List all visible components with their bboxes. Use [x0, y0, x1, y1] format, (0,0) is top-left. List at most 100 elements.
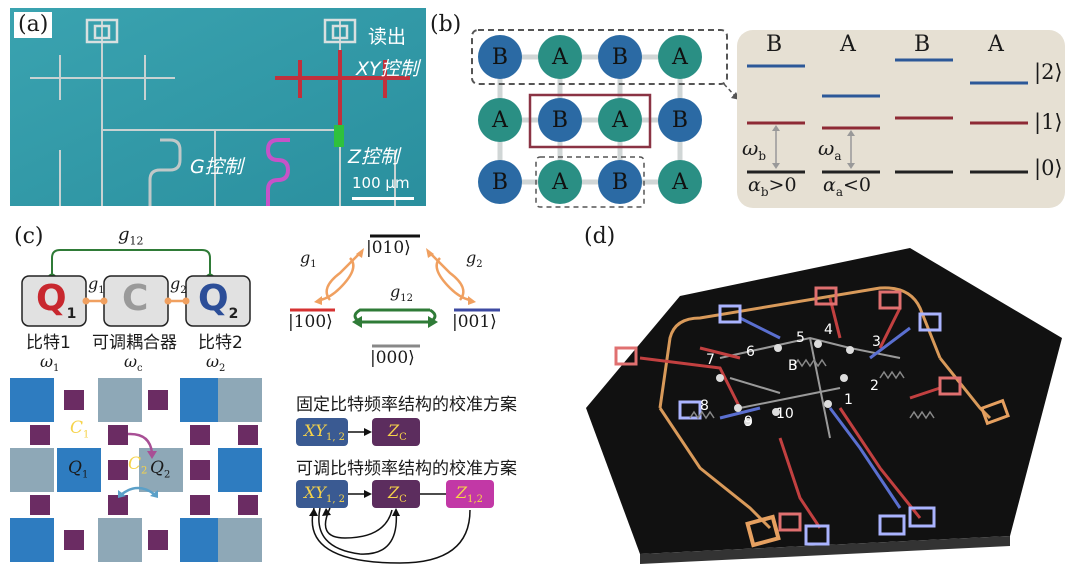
scheme1-zc: ZC [388, 421, 407, 443]
omega-b-label: ωb [742, 136, 766, 163]
coupler-label: 可调耦合器 [92, 333, 177, 353]
panel-b: (b) [430, 0, 1080, 212]
scheme1-zc-sub: C [399, 432, 407, 444]
qubit2-label: 比特2 [198, 333, 243, 353]
tr-g12-symbol: g [390, 282, 401, 301]
qubit1-label: 比特1 [26, 333, 71, 353]
ket-100: |100⟩ [288, 312, 333, 332]
w2-sub: 2 [219, 363, 226, 375]
scheme1-xy: XY1, 2 [304, 421, 345, 443]
lattice-node-b: B [478, 160, 522, 204]
lattice-node-a: A [598, 98, 642, 142]
readout-label: 读出 [368, 26, 407, 48]
q2-letter: Q [198, 278, 229, 319]
g-control-label: G控制 [190, 156, 243, 178]
lattice-node-a: A [478, 98, 522, 142]
ket-010: |010⟩ [366, 238, 411, 258]
lattice-c2-sub: 2 [141, 465, 148, 477]
omega-b-sub: b [758, 149, 766, 163]
tr-g2: g2 [466, 248, 483, 270]
alpha-b-label: αb>0 [748, 174, 797, 199]
qubit-label-1: 1 [844, 392, 853, 408]
lattice-c2-symbol: C [128, 454, 142, 474]
omega-b-symbol: ω [742, 136, 759, 160]
w2-label: ω2 [206, 352, 225, 374]
wc-symbol: ω [124, 352, 138, 371]
panel-b-label: (b) [430, 12, 462, 37]
lattice-node-b: B [598, 35, 642, 79]
lattice-c1-sub: 1 [83, 429, 90, 441]
ket-1: |1⟩ [1034, 110, 1063, 134]
w2-symbol: ω [206, 352, 220, 371]
omega-a-symbol: ω [818, 136, 835, 160]
g12-sub: 12 [129, 234, 144, 248]
qubit-label-4: 4 [824, 322, 833, 338]
qubit-label-9: 9 [744, 414, 753, 430]
lattice-q2-sub: 2 [163, 469, 171, 481]
scheme1-zc-symbol: Z [388, 421, 400, 440]
panel-d: (d) [580, 218, 1080, 570]
w1-symbol: ω [40, 352, 54, 371]
ket-2: |2⟩ [1034, 60, 1063, 84]
tr-g12-sub: 12 [400, 293, 413, 305]
coupler-label-b: B [788, 358, 798, 374]
scheme2-z12-sub: 1,2 [467, 494, 484, 506]
lattice-node-b: B [538, 98, 582, 142]
q2-box-letter: Q2 [198, 278, 238, 322]
ket-001: |001⟩ [452, 312, 497, 332]
lattice-node-b: B [658, 98, 702, 142]
lattice-q2: Q2 [150, 458, 170, 480]
scheme-fixed-title: 固定比特频率结构的校准方案 [296, 395, 517, 415]
qubit-label-10: 10 [776, 406, 794, 422]
g1-label: g1 [88, 274, 105, 296]
panel-d-label: (d) [584, 224, 616, 249]
ket-0: |0⟩ [1034, 156, 1063, 180]
lattice-node-a: A [538, 160, 582, 204]
alpha-a-label: αa<0 [823, 174, 871, 199]
omega-a-label: ωa [818, 136, 841, 163]
coupler-schematics [10, 234, 500, 564]
alpha-a-rel: <0 [843, 174, 872, 196]
tr-g1-symbol: g [300, 248, 311, 267]
scheme2-xy-symbol: XY [304, 483, 326, 502]
chip-micrograph [10, 8, 426, 206]
tr-g1: g1 [300, 248, 317, 270]
g2-symbol: g [170, 274, 181, 293]
chip-render [586, 248, 1062, 564]
alpha-b-symbol: α [748, 174, 761, 196]
g2-sub: 2 [180, 285, 187, 297]
qubit-label-7: 7 [706, 352, 715, 368]
panel-a-label: (a) [14, 12, 53, 38]
qubit-label-3: 3 [872, 334, 881, 350]
alpha-a-sub: a [835, 184, 843, 199]
scheme-tunable-title: 可调比特频率结构的校准方案 [296, 459, 517, 479]
scale-bar-label: 100 μm [352, 174, 410, 192]
wc-label: ωc [124, 352, 143, 374]
panel-c-label: (c) [14, 224, 44, 249]
q1-box-letter: Q1 [36, 278, 76, 322]
tr-g2-symbol: g [466, 248, 477, 267]
qubit-label-5: 5 [796, 330, 805, 346]
lattice-c1-symbol: C [70, 418, 84, 438]
g12-symbol: g [118, 224, 130, 245]
lattice-q1-symbol: Q [68, 458, 82, 478]
tr-g2-sub: 2 [476, 259, 483, 271]
g2-label: g2 [170, 274, 187, 296]
xy-control-label: XY控制 [356, 58, 419, 80]
lattice-node-a: A [658, 35, 702, 79]
coupler-box-letter: C [122, 278, 149, 319]
g12-label: g12 [118, 224, 144, 248]
level-col-4: A [988, 32, 1004, 57]
wc-sub: c [137, 363, 143, 375]
level-col-3: B [914, 32, 931, 57]
level-col-2: A [840, 32, 856, 57]
w1-label: ω1 [40, 352, 59, 374]
g1-sub: 1 [98, 285, 105, 297]
lattice-c1: C1 [70, 418, 89, 440]
tr-g12: g12 [390, 282, 413, 304]
scheme1-xy-sub: 1, 2 [325, 432, 346, 444]
ket-000: |000⟩ [370, 348, 415, 368]
qubit-label-2: 2 [870, 378, 879, 394]
scheme2-xy-sub: 1, 2 [325, 494, 346, 506]
alpha-a-symbol: α [823, 174, 836, 196]
